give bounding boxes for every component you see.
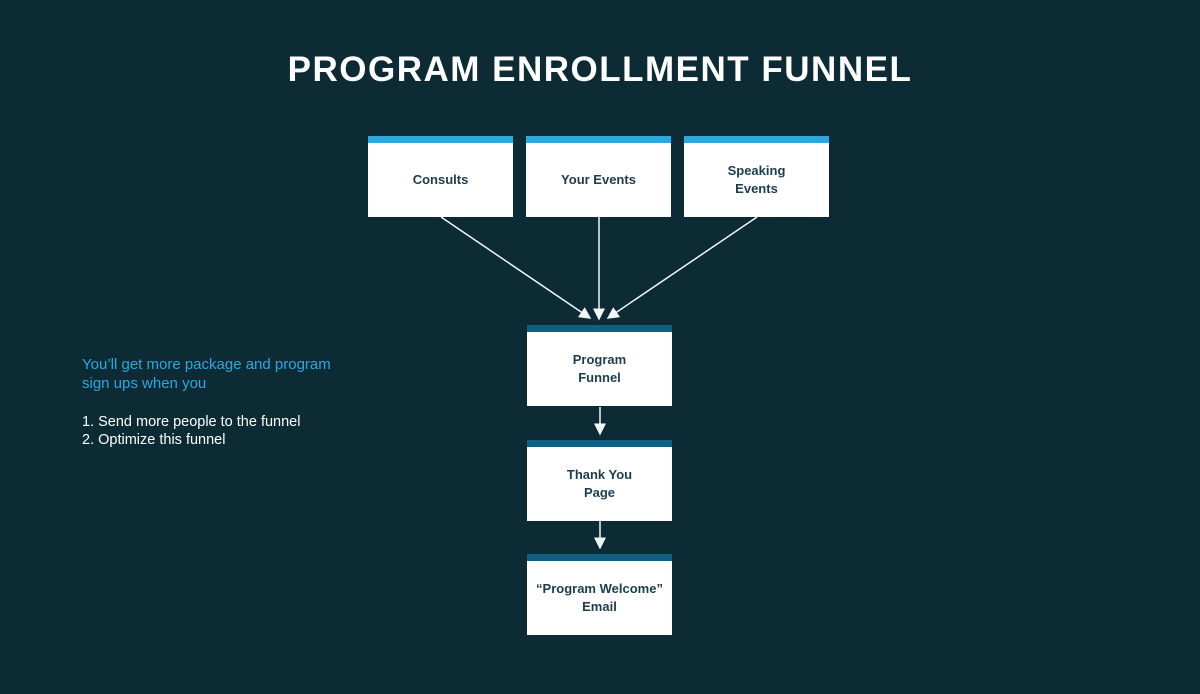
node-speaking-events: Speaking Events: [684, 136, 829, 217]
annotation-list: 1. Send more people to the funnel 2. Opt…: [82, 413, 402, 449]
node-label: Speaking Events: [727, 162, 786, 196]
node-label: Thank You Page: [566, 466, 633, 500]
node-your-events: Your Events: [526, 136, 671, 217]
annotation-item-2: 2. Optimize this funnel: [82, 432, 226, 448]
node-label: Your Events: [561, 171, 636, 187]
annotation-highlight: You’ll get more package and program sign…: [82, 356, 331, 392]
arrow-consults-to-funnel: [440, 216, 592, 319]
node-consults: Consults: [368, 136, 513, 217]
annotation-item-1: 1. Send more people to the funnel: [82, 414, 301, 430]
arrow-speaking-events-to-funnel: [606, 216, 758, 319]
node-program-funnel: Program Funnel: [527, 325, 672, 406]
node-header-bar: [684, 136, 829, 143]
node-header-bar: [527, 325, 672, 332]
node-header-bar: [527, 440, 672, 447]
node-header-bar: [526, 136, 671, 143]
node-program-welcome-email: “Program Welcome” Email: [527, 554, 672, 635]
node-label: “Program Welcome” Email: [536, 580, 663, 614]
node-header-bar: [527, 554, 672, 561]
node-label: Consults: [412, 171, 469, 187]
node-header-bar: [368, 136, 513, 143]
node-thank-you-page: Thank You Page: [527, 440, 672, 521]
node-label: Program Funnel: [572, 351, 627, 385]
annotation-block: You’ll get more package and program sign…: [82, 355, 402, 449]
diagram-title: PROGRAM ENROLLMENT FUNNEL: [287, 50, 913, 89]
